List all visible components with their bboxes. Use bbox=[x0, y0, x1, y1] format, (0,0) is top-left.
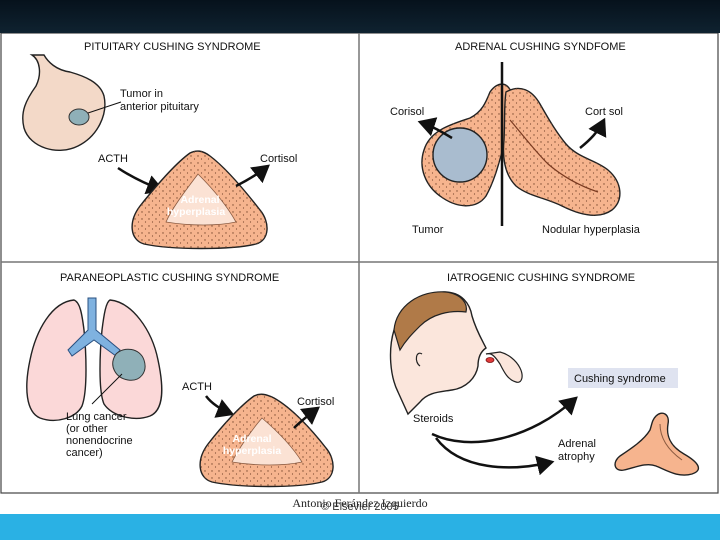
cortisol-right-arrow bbox=[579, 117, 607, 149]
lung-label-line4: cancer) bbox=[66, 447, 103, 459]
cortisol-arrow bbox=[235, 164, 270, 188]
gland-medulla bbox=[165, 173, 237, 226]
gland-label-line2: hyperplasia bbox=[167, 206, 226, 218]
cortisol-right-label: Cort sol bbox=[585, 106, 623, 118]
atrophy-label-line1: Adrenal bbox=[558, 438, 596, 450]
lung-label-line3: nonendocrine bbox=[66, 435, 133, 447]
gland-medulla-2 bbox=[231, 417, 303, 466]
acth-label-2: ACTH bbox=[182, 381, 212, 393]
adrenal-tumor bbox=[432, 127, 488, 183]
pituitary-tumor bbox=[68, 108, 90, 126]
bottom-bar bbox=[0, 514, 720, 540]
gland-label-2-line2: hyperplasia bbox=[223, 445, 282, 457]
atrophy-label-line2: atrophy bbox=[558, 451, 595, 463]
nodular-texture bbox=[503, 88, 620, 216]
cortisol-label-2: Cortisol bbox=[297, 396, 334, 408]
cushing-syndrome-figure: PITUITARY CUSHING SYNDROME Tumor in ante… bbox=[0, 33, 719, 494]
adrenal-panel: ADRENAL CUSHING SYNDFOME Corisol Cort so… bbox=[390, 41, 641, 236]
paraneoplastic-title: PARANEOPLASTIC CUSHING SYNDROME bbox=[60, 272, 279, 284]
acth-label: ACTH bbox=[98, 153, 128, 165]
gland-label-2-line1: Adrenal bbox=[232, 433, 271, 445]
nodular-medulla-line bbox=[509, 119, 599, 193]
paraneoplastic-panel: PARANEOPLASTIC CUSHING SYNDROME Lung can… bbox=[26, 272, 334, 488]
lung-label-line1: Lung cancer bbox=[66, 411, 127, 423]
cortisol-arrow-2 bbox=[293, 406, 320, 429]
footer-copyright: © Elsevier 2005 bbox=[321, 501, 399, 513]
atrophied-adrenal bbox=[614, 412, 700, 476]
steroids-label: Steroids bbox=[413, 413, 454, 425]
hair bbox=[393, 291, 467, 352]
cortisol-label: Cortisol bbox=[260, 153, 297, 165]
atrophy-arrow bbox=[435, 437, 555, 476]
lung-label-line2: (or other bbox=[66, 423, 108, 435]
syndrome-arrow bbox=[431, 396, 578, 444]
top-bar bbox=[0, 0, 720, 33]
left-lung bbox=[26, 299, 87, 422]
tumor-label: Tumor bbox=[412, 224, 444, 236]
pituitary-panel: PITUITARY CUSHING SYNDROME Tumor in ante… bbox=[22, 41, 297, 250]
lung-tumor bbox=[112, 348, 146, 381]
ear bbox=[415, 352, 423, 367]
syndrome-box bbox=[568, 368, 678, 388]
tumor-label-line2: anterior pituitary bbox=[120, 101, 199, 113]
iatrogenic-title: IATROGENIC CUSHING SYNDROME bbox=[447, 272, 635, 284]
hand bbox=[485, 351, 523, 383]
steroid-pill bbox=[485, 357, 495, 363]
acth-arrow-2 bbox=[205, 395, 235, 418]
cortisol-left-label: Corisol bbox=[390, 106, 424, 118]
footer-credit: Antonio Ferández Izquierdo bbox=[292, 496, 428, 510]
atrophy-medulla bbox=[659, 423, 683, 461]
adrenal-title: ADRENAL CUSHING SYNDFOME bbox=[455, 41, 626, 53]
trachea-bronchi bbox=[67, 297, 121, 357]
tumor-label-line1: Tumor in bbox=[120, 88, 163, 100]
pituitary-gland bbox=[22, 54, 106, 151]
nodular-label: Nodular hyperplasia bbox=[542, 224, 641, 236]
cortisol-left-arrow bbox=[417, 117, 453, 140]
iatrogenic-panel: IATROGENIC CUSHING SYNDROME Cushing synd… bbox=[389, 272, 700, 476]
pituitary-title: PITUITARY CUSHING SYNDROME bbox=[84, 41, 261, 53]
tumor-leader-line bbox=[87, 101, 122, 114]
gland-label-line1: Adrenal bbox=[180, 194, 219, 206]
lung-leader-line bbox=[91, 373, 123, 405]
syndrome-box-label: Cushing syndrome bbox=[574, 373, 666, 385]
